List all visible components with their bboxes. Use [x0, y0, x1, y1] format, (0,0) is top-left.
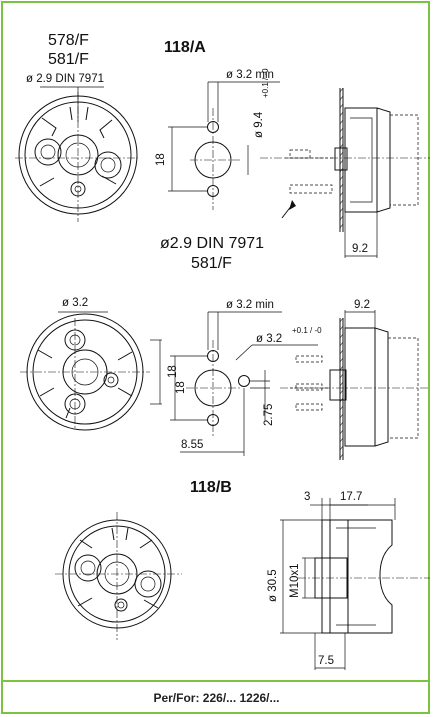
- section-b: 118/B 3 17.7: [55, 479, 430, 670]
- dim-3-b: 3: [304, 491, 310, 503]
- model-label-118a: 118/A: [164, 39, 206, 56]
- front-view-a: [15, 86, 138, 222]
- callout-581f: 581/F: [191, 255, 232, 272]
- model-label-118b: 118/B: [190, 479, 232, 496]
- dim-hole-side-tol-mid: +0.1 / -0: [292, 326, 322, 335]
- dim-thread-b: M10x1: [289, 563, 301, 598]
- label-screw-top: ø 2.9 DIN 7971: [26, 73, 104, 85]
- dim-7-5-b: 7.5: [318, 655, 334, 667]
- footer-caption: Per/For: 226/... 1226/...: [153, 691, 280, 705]
- front-view-b: [55, 512, 182, 640]
- front-view-mid: 18: [20, 313, 179, 431]
- callout-screw-a: ø2.9 DIN 7971: [160, 235, 264, 252]
- dim-spacing-left-mid: 18: [167, 365, 179, 378]
- dim-hole-side-mid: ø 3.2: [256, 333, 282, 345]
- dim-hole-a: ø 3.2 min: [226, 69, 274, 81]
- drill-pattern-mid: ø 3.2 min ø 3.2 +0.1 / -0 18 2.75 8.55: [170, 299, 322, 456]
- drill-pattern-a: ø 3.2 min 18 ø 9.4 +0.1 / -0: [155, 68, 280, 210]
- label-581f: 581/F: [48, 51, 89, 68]
- dim-bottom-mid: 8.55: [181, 439, 203, 451]
- side-view-a: 9.2: [260, 87, 430, 258]
- dim-dia-b: ø 30.5: [267, 569, 279, 602]
- dim-hole-mid: ø 3.2 min: [226, 299, 274, 311]
- footer-divider: [3, 680, 430, 682]
- section-mid: ø 3.2 18: [20, 297, 430, 460]
- dim-depth-a: 9.2: [352, 243, 368, 255]
- side-view-mid: 9.2: [280, 299, 430, 460]
- dim-dia-a: ø 9.4: [253, 111, 265, 138]
- section-a: 578/F 581/F ø 2.9 DIN 7971 118/A: [15, 32, 430, 272]
- dim-dia-tol-a: +0.1 / -0: [261, 68, 270, 98]
- dim-depth-mid: 9.2: [354, 299, 370, 311]
- side-view-b: 3 17.7 ø 30.5 M10x1 7.5: [267, 491, 430, 670]
- label-578f: 578/F: [48, 32, 89, 49]
- dim-spacing-mid: 18: [175, 381, 187, 394]
- dim-offset-mid: 2.75: [263, 404, 275, 426]
- dim-17-7-b: 17.7: [340, 491, 362, 503]
- dim-spacing-a: 18: [155, 153, 167, 166]
- dim-hole-left-mid: ø 3.2: [62, 297, 88, 309]
